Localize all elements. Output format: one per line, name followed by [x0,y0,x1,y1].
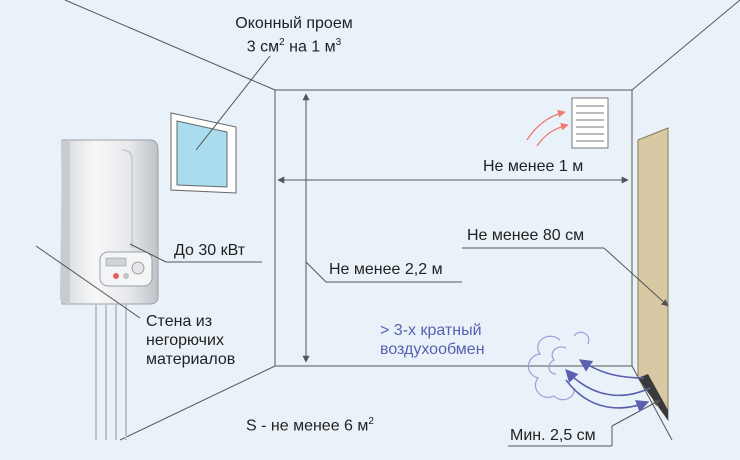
wall-label-line3: материалов [146,351,236,368]
gas-boiler-icon [60,139,159,440]
wall-leader-line [35,245,141,319]
window-norm-sup2: 3 [335,37,342,48]
air-exchange-label-line1: > 3-х кратный [380,322,482,339]
gap-min-label: Мин. 2,5 см [510,427,596,444]
height-min-label: Не менее 2,2 м [329,261,443,278]
door-leader-line [603,247,669,307]
room-outline [64,0,740,441]
power-label: До 30 кВт [174,242,246,259]
window-norm-value: 3 см [246,38,280,56]
door-min-label: Не менее 80 см [467,227,585,244]
radiator-grille-icon [571,97,609,149]
window-norm-mid: на 1 м [289,38,336,56]
airflow-arrows [565,359,651,413]
window-icon [170,112,237,194]
door-gap-icon [638,374,668,420]
air-exchange-label-line2: воздухообмен [380,341,485,358]
window-norm-label: 3 см2 на 1 м3 [214,33,374,56]
area-sup: 2 [368,416,374,427]
warm-air-arrows [526,109,569,147]
wall-label-line2: негорючих [146,332,224,349]
window-norm-sup: 2 [279,37,285,48]
gap-leader-line [611,399,661,427]
height-leader-line [305,261,327,283]
power-leader-line [129,243,167,263]
width-min-label: Не менее 1 м [483,158,584,175]
wall-label-line1: Стена из [146,313,213,330]
window-leader-line [195,55,271,151]
window-title-label: Оконный проем [235,15,353,32]
area-text: S - не менее 6 м [246,417,369,435]
airflow-swirl-icon [527,331,590,401]
area-label: S - не менее 6 м2 [246,412,374,435]
